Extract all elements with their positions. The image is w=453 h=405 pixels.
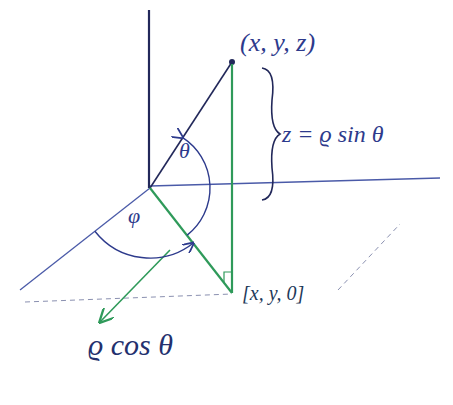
projection-formula: ϱ cos θ [88, 330, 173, 360]
plane-line [25, 294, 232, 302]
plane-line [338, 224, 400, 290]
height-brace [262, 68, 280, 200]
radius-line [150, 62, 232, 188]
projection-arrow [100, 250, 170, 322]
height-formula: z = ϱ sin θ [282, 122, 384, 146]
y-axis [150, 178, 440, 186]
foot-label: [x, y, 0] [242, 283, 304, 303]
phi-arc [95, 231, 193, 258]
projection-line [150, 188, 232, 293]
right-angle-mark [224, 272, 232, 283]
height-line [231, 64, 233, 293]
z-axis [148, 10, 150, 188]
angle-label: φ [128, 205, 140, 227]
point-label: (x, y, z) [240, 30, 315, 56]
angle-label: θ [179, 140, 190, 162]
x-axis [20, 188, 150, 290]
